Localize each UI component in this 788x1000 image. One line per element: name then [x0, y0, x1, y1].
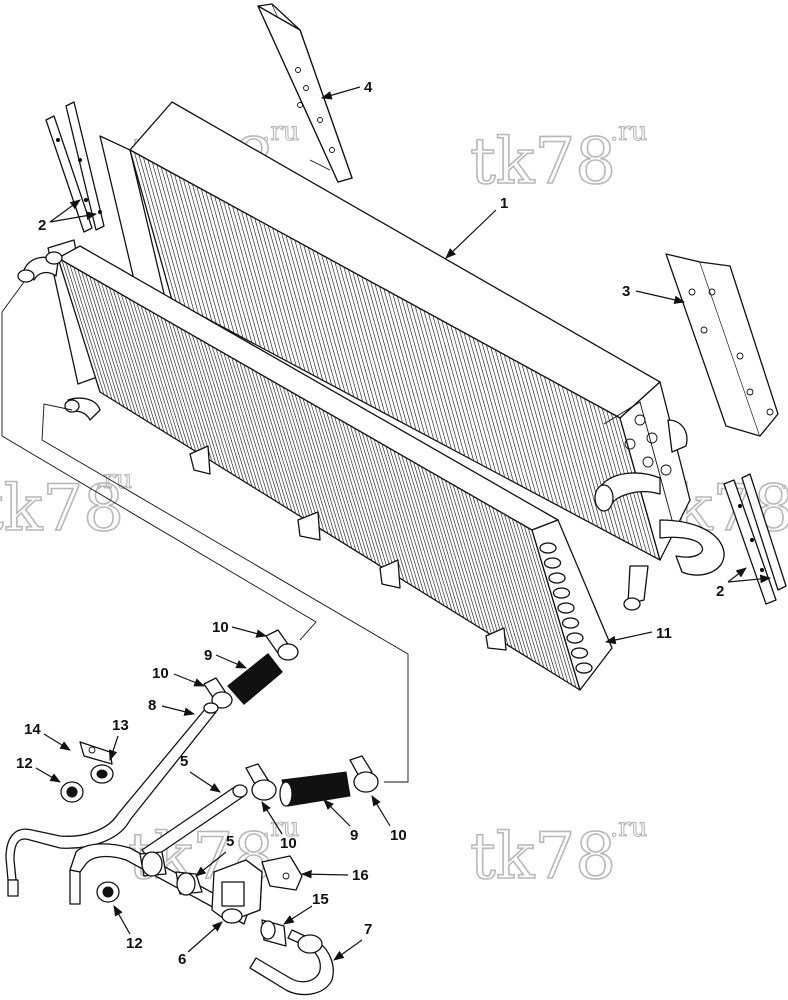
callout-12-a: 12 [16, 755, 33, 772]
callout-6: 6 [178, 951, 186, 968]
watermark-bottom-left-suffix: .ru [262, 813, 299, 843]
callout-14: 14 [24, 721, 41, 738]
callout-2-right: 2 [716, 583, 724, 600]
callout-7: 7 [364, 921, 372, 938]
callout-1: 1 [500, 195, 508, 212]
coil-11-return-bends [539, 542, 593, 674]
part-2-left-strips [45, 101, 105, 233]
valve-assembly [69, 843, 334, 996]
callout-10-a: 10 [212, 619, 229, 636]
watermark-mid-left-suffix: .ru [95, 465, 132, 495]
callout-12-b: 12 [126, 935, 143, 952]
callouts: 4 2 1 3 2 11 10 9 10 8 14 13 12 5 9 10 [16, 79, 772, 968]
callout-5-a: 5 [180, 753, 188, 770]
callout-2-left: 2 [38, 217, 46, 234]
callout-10-d: 10 [280, 835, 297, 852]
coil-1-fins [134, 152, 656, 558]
callout-13: 13 [112, 717, 129, 734]
watermark-mid-right-suffix: .ru [780, 465, 788, 495]
watermark-top-right: tk78 [470, 125, 616, 199]
callout-15: 15 [312, 891, 329, 908]
callout-9-b: 9 [350, 827, 358, 844]
watermark-mid-left: tk78 [0, 472, 124, 546]
part-3-bracket [665, 253, 779, 437]
hose-clamps-lower [245, 755, 379, 807]
callout-10-c: 10 [390, 827, 407, 844]
part-1-coil [99, 101, 725, 611]
callout-16: 16 [352, 867, 369, 884]
watermark-top-left-suffix: .ru [262, 117, 299, 147]
watermark-bottom-right: tk78 [470, 820, 616, 894]
parts-12-13-14-mounts [60, 741, 120, 903]
callout-10-b: 10 [152, 665, 169, 682]
callout-4: 4 [364, 79, 373, 96]
hose-clamps-upper [203, 629, 299, 709]
callout-11: 11 [656, 625, 672, 642]
callout-5-b: 5 [226, 833, 234, 850]
callout-8: 8 [148, 697, 156, 714]
connector-lines [1, 281, 409, 783]
part-11-coil [17, 239, 613, 691]
part-4-bracket [257, 3, 353, 183]
callout-3: 3 [622, 283, 630, 300]
part-2-right-strips [723, 473, 787, 605]
callout-9-a: 9 [204, 647, 212, 664]
watermark-bottom-right-suffix: .ru [610, 813, 647, 843]
coil-11-fins [61, 260, 577, 688]
watermark-top-right-suffix: .ru [610, 117, 647, 147]
